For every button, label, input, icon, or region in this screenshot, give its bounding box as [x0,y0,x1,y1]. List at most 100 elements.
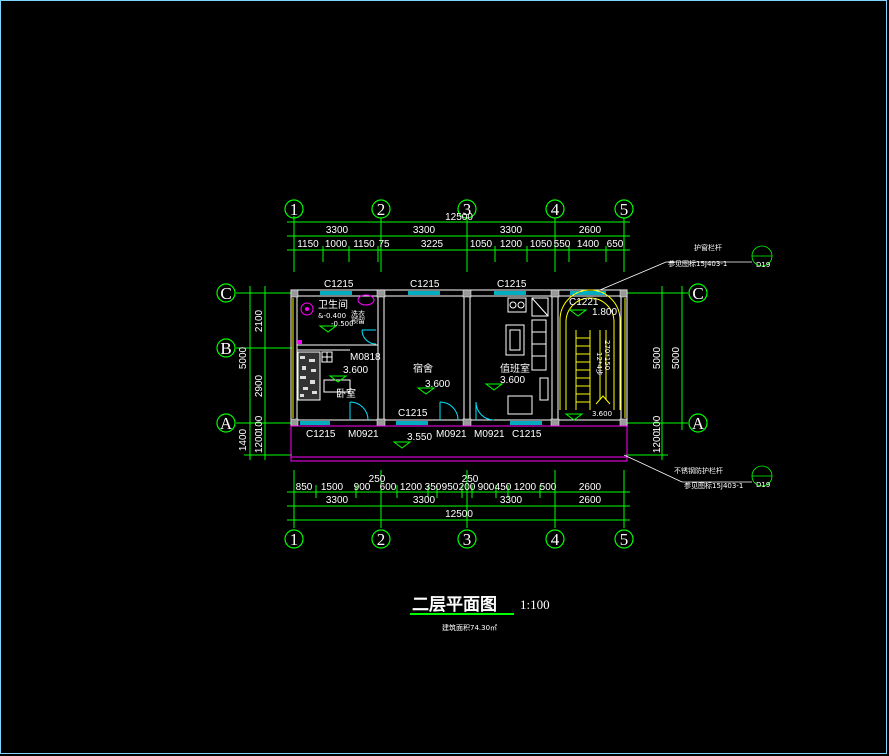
axis-1-bottom: 1 [290,530,299,549]
bottom-span-3: 3300 [500,495,523,506]
bottom-total-dim: 12500 [445,509,473,520]
axis-2-bottom: 2 [377,530,386,549]
shelf-icon [531,319,547,371]
axis-4-bottom: 4 [551,530,560,549]
top-span-2: 3300 [413,225,436,236]
dimension-lines [236,216,688,528]
left-dim-5000: 5000 [238,346,249,369]
axis-b-left: B [220,339,231,358]
bed-icon [297,351,321,401]
bathroom-note-1: 洗衣 [351,309,365,318]
door-label-2: M0921 [348,429,379,440]
stair-steps-1: 12*4步 [595,352,603,376]
balcony-level: 3.550 [407,432,432,443]
window-label-1: C1215 [324,279,354,290]
top-span-1: 3300 [326,225,349,236]
bedroom-name: 卧室 [336,387,356,400]
bathroom-name: 卫生间 [318,298,348,311]
right-dim-1200: 1200 [652,430,663,453]
stair-top-level: 1.800 [592,307,617,318]
duty-room-name: 值班室 [500,362,530,375]
stair-steps-2: 270*150 [603,340,611,370]
top-detail-1: 1150 [297,239,319,250]
left-dim-1400: 1400 [238,428,249,451]
duty-room-level: 3.600 [500,375,525,386]
axis-bubbles: 1 2 3 4 5 1 2 3 4 5 C B A C A [216,199,708,549]
callout-2-num: D19 [756,481,770,489]
desk-icon [323,379,351,393]
top-detail-9: 550 [554,239,571,250]
table-icon [505,324,525,356]
window-label-2: C1215 [410,279,440,290]
axis-3-bottom: 3 [463,530,472,549]
left-dim-100: 100 [254,415,265,432]
sofa-icon [507,395,533,415]
stair-bottom-level: 3.600 [592,410,612,418]
callout-2-ref: 参见图标15J403-1 [684,481,743,490]
room-labels: 卫生间 &-0.400 -0.500 洗衣 预留 卧室 3.600 宿舍 3.6… [318,298,617,443]
axis-2-top: 2 [377,200,386,219]
bottom-detail-3: 900 [354,482,371,493]
bottom-detail-9: 900 [478,482,495,493]
bottom-detail-10: 450 [495,482,512,493]
partition-walls [292,298,626,418]
bottom-detail-8: 200 [459,482,476,493]
top-detail-7: 1200 [500,239,523,250]
sideboard-icon [539,377,549,401]
top-detail-6: 1050 [470,239,493,250]
axis-5-top: 5 [620,200,629,219]
floor-drain-icon [298,340,302,344]
bottom-detail-4: 600 [380,482,397,493]
bottom-mark-2: 250 [462,474,479,485]
area-note: 建筑面积74.30㎡ [442,623,497,632]
level-markers [318,309,588,449]
bathroom-note-2: 预留 [351,316,365,325]
drawing-title: 二层平面图 [412,595,497,615]
columns [290,289,628,427]
stove-icon [507,297,527,313]
axis-a-left: A [220,414,233,433]
bathroom-level2: -0.500 [331,320,354,328]
door-label-1: M0818 [350,352,381,363]
window-label-3: C1215 [497,279,527,290]
washbasin-icon [357,294,375,306]
callout-2-title: 不锈钢防护栏杆 [674,466,723,475]
top-detail-2: 1000 [325,239,348,250]
toilet-icon [300,302,314,316]
window-label-7: C1215 [512,429,542,440]
axis-c-right: C [692,284,703,303]
bottom-span-1: 3300 [326,495,349,506]
axis-a-right: A [692,414,705,433]
opening-labels: C1215 C1215 C1215 C1221 C1215 C1215 C121… [306,279,599,440]
title-block: 二层平面图 1:100 建筑面积74.30㎡ [410,595,550,632]
doors-graphic [349,329,495,421]
side-dimensions: 2100 2900 5000 1400 1200 100 5000 5000 1… [238,309,682,453]
dorm-name: 宿舍 [413,362,433,375]
top-detail-3: 1150 [353,239,375,250]
callout-1-num: D19 [756,261,770,269]
bottom-span-4: 2600 [579,495,602,506]
bottom-detail-1: 850 [296,482,313,493]
cabinet-icon [531,297,549,317]
right-dim-100: 100 [652,415,663,432]
axis-3-top: 3 [463,200,472,219]
top-detail-10: 1400 [577,239,600,250]
bottom-detail-7: 950 [442,482,459,493]
left-dim-1200: 1200 [254,430,265,453]
duty-room-fixtures [505,297,549,415]
axis-4-top: 4 [551,200,560,219]
stair-graphic [559,289,621,410]
drawing-scale: 1:100 [520,597,550,612]
callouts: 护窗栏杆 参见图标15J403-1 D19 不锈钢防护栏杆 参见图标15J403… [599,243,773,490]
balcony-railing [290,425,628,462]
toilet-drain-icon [305,307,309,311]
top-detail-5: 3225 [421,239,444,250]
top-total-dim: 12500 [445,212,473,223]
bathroom-level: &-0.400 [318,312,346,320]
callout-1-title: 护窗栏杆 [694,243,722,252]
bottom-detail-13: 2600 [579,482,602,493]
right-dim-5000-inner: 5000 [652,346,663,369]
dorm-level: 3.600 [425,379,450,390]
bottom-detail-6: 350 [425,482,442,493]
